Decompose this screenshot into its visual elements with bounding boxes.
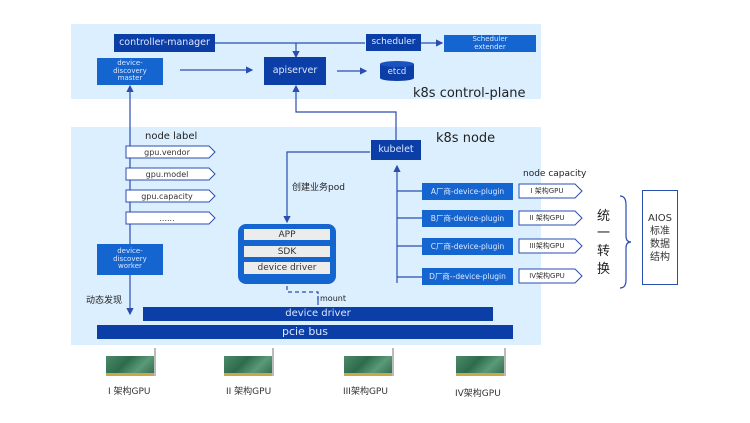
gpu-label-3: III架构GPU xyxy=(343,387,388,397)
scheduler-extender-box[interactable]: Scheduler extender xyxy=(444,35,536,52)
etcd-cylinder[interactable]: etcd xyxy=(380,61,414,81)
capacity-3: III架构GPU xyxy=(529,242,565,250)
etcd-label: etcd xyxy=(387,66,407,77)
gpu-label-1: I 架构GPU xyxy=(108,387,151,397)
label-gpu-capacity: gpu.capacity xyxy=(141,191,193,201)
gpu-card-1 xyxy=(104,348,159,378)
mount-dashed-line xyxy=(286,286,319,300)
gpu-card-icon xyxy=(456,356,504,376)
apiserver-box[interactable]: apiserver xyxy=(264,57,326,85)
gpu-label-4: IV架构GPU xyxy=(455,389,501,399)
device-driver-bar: device driver xyxy=(143,307,493,321)
pcie-bus-bar: pcie bus xyxy=(97,325,513,339)
node-label-list: gpu.vendor gpu.model gpu.capacity ...... xyxy=(125,145,217,235)
gpu-card-3 xyxy=(342,348,397,378)
capacity-4: IV架构GPU xyxy=(529,272,565,280)
plugin-b[interactable]: B厂商-device-plugin xyxy=(422,210,513,227)
arrow-create-pod xyxy=(283,151,370,224)
capacity-1: I 架构GPU xyxy=(530,187,564,195)
brace xyxy=(619,195,632,289)
conversion-char-4: 换 xyxy=(597,262,611,277)
gpu-card-icon xyxy=(224,356,272,376)
scheduler-box[interactable]: scheduler xyxy=(366,34,421,51)
pod-app: APP xyxy=(244,229,330,240)
label-gpu-model: gpu.model xyxy=(145,169,189,179)
dynamic-discovery-label: 动态发现 xyxy=(86,296,123,306)
capacity-2: II 架构GPU xyxy=(529,214,565,222)
node-title: k8s node xyxy=(436,131,496,146)
plugin-c[interactable]: C厂商-device-plugin xyxy=(422,238,513,255)
aios-standard-box[interactable]: AIOS 标准 数据 结构 xyxy=(642,190,678,285)
capacity-list: I 架构GPU II 架构GPU III架构GPU IV架构GPU xyxy=(518,183,584,287)
conversion-char-3: 转 xyxy=(597,244,611,259)
gpu-card-icon xyxy=(344,356,392,376)
pod-sdk: SDK xyxy=(244,246,330,257)
gpu-card-4 xyxy=(454,348,509,378)
pod-container[interactable]: APP SDK device driver xyxy=(238,224,336,284)
conversion-char-2: 一 xyxy=(597,226,611,241)
conversion-char-1: 统 xyxy=(597,209,611,224)
capacity-tag-shapes xyxy=(518,183,583,284)
create-pod-label: 创建业务pod xyxy=(292,183,345,193)
node-capacity-title: node capacity xyxy=(523,169,587,179)
label-tag-shapes xyxy=(125,145,216,225)
node-label-title: node label xyxy=(145,131,198,142)
mount-label: mount xyxy=(320,294,346,303)
plugin-a[interactable]: A厂商-device-plugin xyxy=(422,183,513,200)
controller-manager-box[interactable]: controller-manager xyxy=(114,34,215,52)
kubelet-box[interactable]: kubelet xyxy=(371,140,421,160)
plugin-d[interactable]: D厂商--device-plugin xyxy=(422,268,513,285)
gpu-card-icon xyxy=(106,356,154,376)
pod-device-driver: device driver xyxy=(244,262,330,274)
label-gpu-vendor: gpu.vendor xyxy=(144,147,190,157)
device-discovery-worker-box[interactable]: device- discovery worker xyxy=(97,244,163,275)
control-plane-title: k8s control-plane xyxy=(413,86,526,101)
arrow-kubelet-apiserver xyxy=(292,84,397,142)
database-icon xyxy=(380,61,414,81)
device-discovery-master-box[interactable]: device- discovery master xyxy=(97,58,163,85)
gpu-card-2 xyxy=(222,348,277,378)
label-more: ...... xyxy=(159,213,175,223)
gpu-label-2: II 架构GPU xyxy=(226,387,272,397)
